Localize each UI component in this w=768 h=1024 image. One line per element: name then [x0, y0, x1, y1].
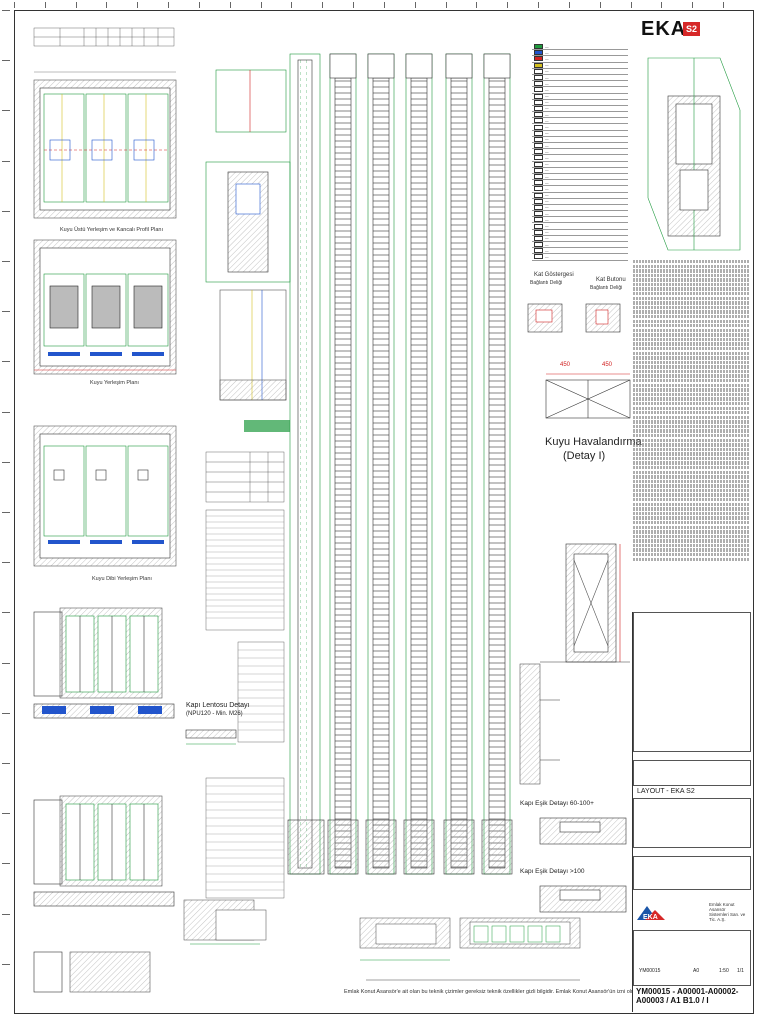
isometric-view — [647, 57, 741, 251]
floor-button-title: Kat Butonu — [596, 277, 626, 283]
floor-indicator-sub: Bağlantı Deliği — [530, 280, 563, 286]
plan-pit-label: Kuyu Dibi Yerleşim Planı — [92, 576, 152, 582]
plan-shaft — [33, 239, 177, 375]
plan-top-label: Kuyu Üstü Yerleşim ve Kancalı Profil Pla… — [60, 227, 164, 233]
door-elevations-2 — [33, 795, 175, 993]
plan-pit — [33, 425, 177, 567]
s2-badge: S2 — [683, 22, 701, 36]
ventilation-detail — [545, 373, 631, 419]
plan-shaft-top — [33, 71, 177, 219]
door-sill-title-2: Kapı Eşik Detayı >100 — [520, 868, 585, 875]
tb-signatures — [633, 930, 751, 986]
spec-tables — [205, 451, 285, 899]
tb-spec-table — [633, 612, 751, 752]
tb-notes — [633, 760, 751, 786]
scale: 1:50 — [719, 968, 729, 974]
door-lintel-title: Kapı Lentosu Detayı — [186, 702, 250, 709]
floor-button-sub: Bağlantı Deliği — [590, 285, 623, 291]
floor-indicator-title: Kat Göstergesi — [534, 272, 574, 278]
project-number: YM00015 — [639, 968, 661, 974]
frame-ruler-left — [2, 10, 12, 1014]
eka-logo-bottom: EKA — [637, 902, 671, 922]
eka-logo: EKA S2 — [641, 18, 701, 42]
frame-ruler-top — [14, 2, 754, 10]
notes-block — [633, 260, 749, 562]
drawing-frame — [14, 10, 754, 1014]
tb-project — [633, 856, 751, 890]
shaft-sections — [287, 53, 513, 875]
svg-text:EKA: EKA — [643, 914, 658, 921]
footer-note: Emlak Konut Asansör'e ait olan bu teknik… — [344, 989, 632, 995]
title-block: LAYOUT - EKA S2 EKA Emlak Konut Asansör … — [632, 612, 751, 1012]
lintel-detail — [185, 729, 237, 745]
installation-sketches — [183, 899, 267, 945]
sheet-number: 1/1 — [737, 968, 744, 974]
ventilation-title: Kuyu Havalandırma — [545, 436, 642, 448]
ventilation-subtitle: (Detay I) — [563, 450, 606, 462]
section-detail — [205, 69, 291, 432]
drawing-title: LAYOUT - EKA S2 — [637, 788, 695, 795]
spec-table-rows — [206, 515, 284, 891]
door-elevations-1 — [33, 607, 175, 719]
paper-size: A0 — [693, 968, 700, 974]
legend: — — — — — — — — — — — — — — — — — — — — … — [532, 44, 628, 261]
tb-revision-table — [633, 798, 751, 848]
cabin-door-detail — [540, 543, 630, 663]
vent-width-2: 450 — [602, 362, 613, 368]
indicator-holes — [527, 303, 621, 333]
plan-shaft-label: Kuyu Yerleşim Planı — [90, 380, 139, 386]
door-lintel-sub: (NPU120 - Min. M26) — [186, 711, 243, 717]
door-sill-profiles — [539, 817, 627, 913]
door-sill-title-1: Kapı Eşik Detayı 60-100+ — [520, 800, 594, 807]
side-section — [519, 663, 560, 785]
bottom-sill-details — [359, 917, 581, 981]
drawing-code: YM00015 - A00001-A00002-A00003 / A1 B1.0… — [636, 987, 739, 1005]
company-name: Emlak Konut Asansör Sistemleri San. ve T… — [709, 902, 746, 922]
header-table — [33, 27, 175, 47]
vent-width-1: 450 — [560, 362, 571, 368]
